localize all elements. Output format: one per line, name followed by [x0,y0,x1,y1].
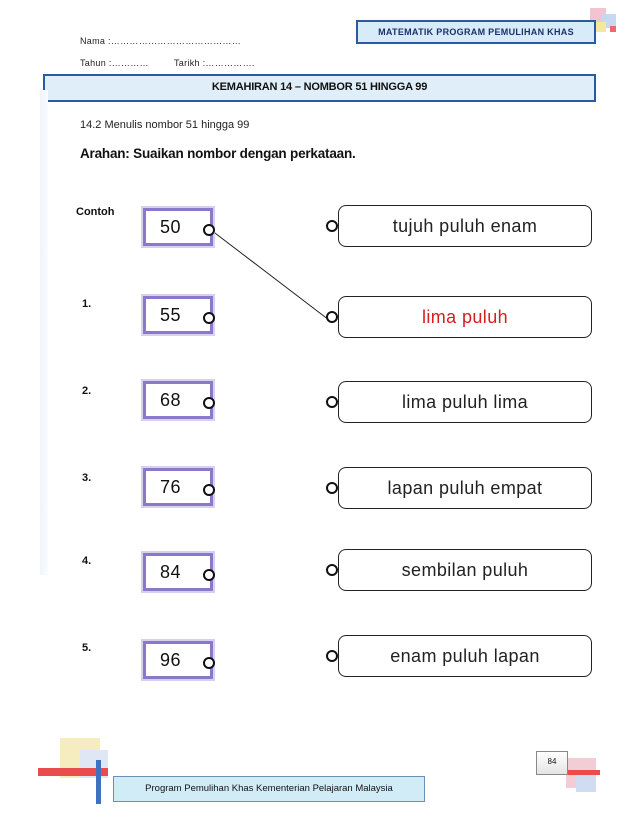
deco-square [38,768,108,776]
word-connector-dot[interactable] [326,482,338,494]
year-field: Tahun :………… [80,58,149,68]
word-box: lima puluh [338,296,592,338]
number-box: 84 [143,553,213,591]
page-title: KEMAHIRAN 14 – NOMBOR 51 HINGGA 99 [211,81,428,93]
number-box: 76 [143,468,213,506]
word-box: sembilan puluh [338,549,592,591]
number-connector-dot[interactable] [203,224,215,236]
word-connector-dot[interactable] [326,396,338,408]
page-number: 84 [536,751,568,775]
example-label: Contoh [76,206,115,218]
number-connector-dot[interactable] [203,312,215,324]
row-number-label: 5. [82,642,92,654]
number-box: 50 [143,208,213,246]
word-box: lapan puluh empat [338,467,592,509]
word-box: tujuh puluh enam [338,205,592,247]
deco-square [96,760,101,804]
number-connector-dot[interactable] [203,657,215,669]
word-box: lima puluh lima [338,381,592,423]
word-connector-dot[interactable] [326,650,338,662]
row-number-label: 3. [82,472,92,484]
word-connector-dot[interactable] [326,220,338,232]
name-field: Nama :…………………………………… [80,36,242,46]
row-number-label: 2. [82,385,92,397]
number-box: 55 [143,296,213,334]
word-connector-dot[interactable] [326,564,338,576]
row-number-label: 4. [82,555,92,567]
number-connector-dot[interactable] [203,397,215,409]
instruction: Arahan: Suaikan nombor dengan perkataan. [80,146,356,161]
deco-square [560,770,600,775]
deco-square [610,26,616,32]
word-box: enam puluh lapan [338,635,592,677]
number-connector-dot[interactable] [203,484,215,496]
deco-square [576,772,596,792]
date-field: Tarikh :……………. [174,58,255,68]
row-number-label: 1. [82,298,92,310]
number-connector-dot[interactable] [203,569,215,581]
side-strip [40,90,48,575]
word-connector-dot[interactable] [326,311,338,323]
footer: Program Pemulihan Khas Kementerian Pelaj… [113,776,425,802]
program-title-box: MATEMATIK PROGRAM PEMULIHAN KHAS [356,20,596,44]
number-box: 68 [143,381,213,419]
deco-square [596,22,606,32]
title-band [43,74,596,102]
subheading: 14.2 Menulis nombor 51 hingga 99 [80,119,250,131]
